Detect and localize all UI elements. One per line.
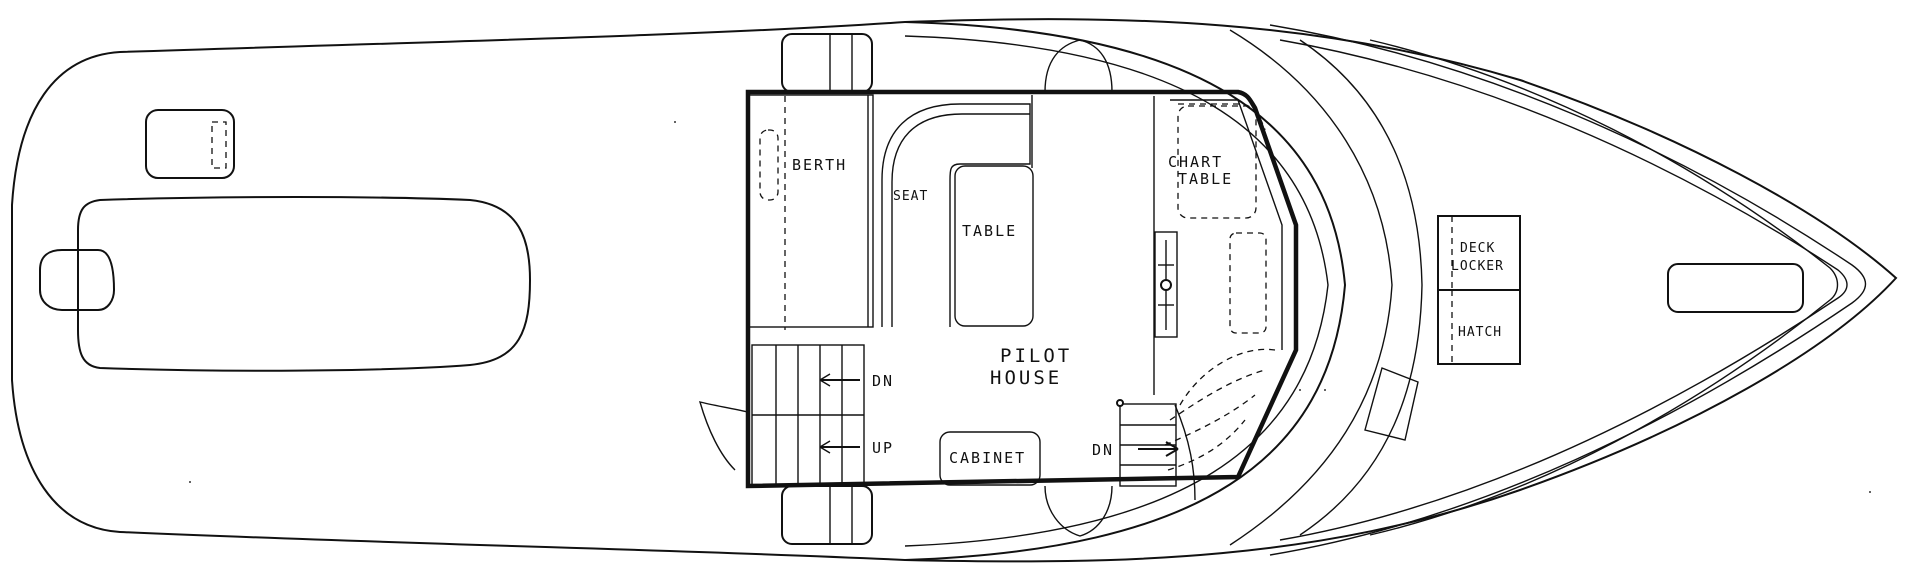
chart-label-2: TABLE [1178, 170, 1233, 188]
pilot-label-2: HOUSE [990, 367, 1062, 389]
hull [11, 18, 1898, 563]
top-side-step [781, 33, 873, 93]
dinette-table [954, 165, 1034, 327]
side-panel [1364, 367, 1419, 441]
hull-inner-rail-2 [1279, 39, 1848, 541]
cockpit-outline [77, 196, 532, 372]
pilot-house [745, 89, 1299, 489]
deck-label-2: LOCKER [1451, 259, 1504, 274]
bow-hatch [1667, 263, 1804, 313]
cabinet-box [939, 431, 1041, 486]
bottom-side-step [781, 485, 873, 545]
trunk-outer [904, 21, 1347, 561]
cabinet: CABINET [939, 431, 1041, 486]
seat-outline [881, 103, 1031, 327]
right-stairs: DN [1092, 399, 1179, 487]
aft-cockpit [39, 196, 532, 372]
chart-table-top [1177, 105, 1257, 219]
hatch-box [1437, 289, 1521, 365]
hull-inner-rail-3 [1369, 39, 1839, 536]
seat-label: SEAT [893, 189, 928, 204]
hatch-label: HATCH [1458, 325, 1502, 340]
chart-label-1: CHART [1168, 153, 1223, 171]
doors [698, 39, 1113, 537]
hull-outline [11, 18, 1898, 563]
berth-label: BERTH [792, 156, 847, 174]
deck-label-1: DECK [1460, 241, 1495, 256]
left-stairs: DN UP [751, 344, 894, 486]
hull-inner-rail-1 [1269, 24, 1867, 556]
aft-hatch-frame [145, 109, 235, 179]
pilot-house-outline [745, 89, 1299, 489]
chart-table-drawer [1229, 232, 1267, 334]
cabin-trunk [904, 21, 1423, 561]
berth-porthole [759, 129, 779, 201]
stray-marks [189, 121, 1871, 493]
helm-console [1154, 231, 1178, 338]
left-door-swing [698, 401, 749, 471]
top-door-swing [1044, 39, 1113, 93]
dn-left-label: DN [872, 372, 894, 390]
berth: BERTH [747, 94, 874, 328]
table-label: TABLE [962, 222, 1017, 240]
deck-locker-hatch: DECK LOCKER HATCH [1364, 215, 1521, 441]
cabinet-label: CABINET [949, 449, 1026, 467]
aft-hatch [145, 109, 235, 179]
trunk-inner-2 [1229, 29, 1393, 546]
cleat [39, 249, 116, 311]
chart-table: CHART TABLE [1153, 96, 1283, 395]
bottom-door-swing [1044, 485, 1113, 537]
side-fixtures [781, 33, 873, 545]
seat-table: SEAT TABLE [881, 95, 1034, 327]
pilot-label-1: PILOT [1000, 345, 1072, 367]
aft-hatch-inner [211, 121, 227, 169]
trunk-inner [904, 35, 1329, 547]
up-left-label: UP [872, 439, 894, 457]
trunk-inner-3 [1299, 39, 1423, 536]
dn-right-label: DN [1092, 441, 1114, 459]
